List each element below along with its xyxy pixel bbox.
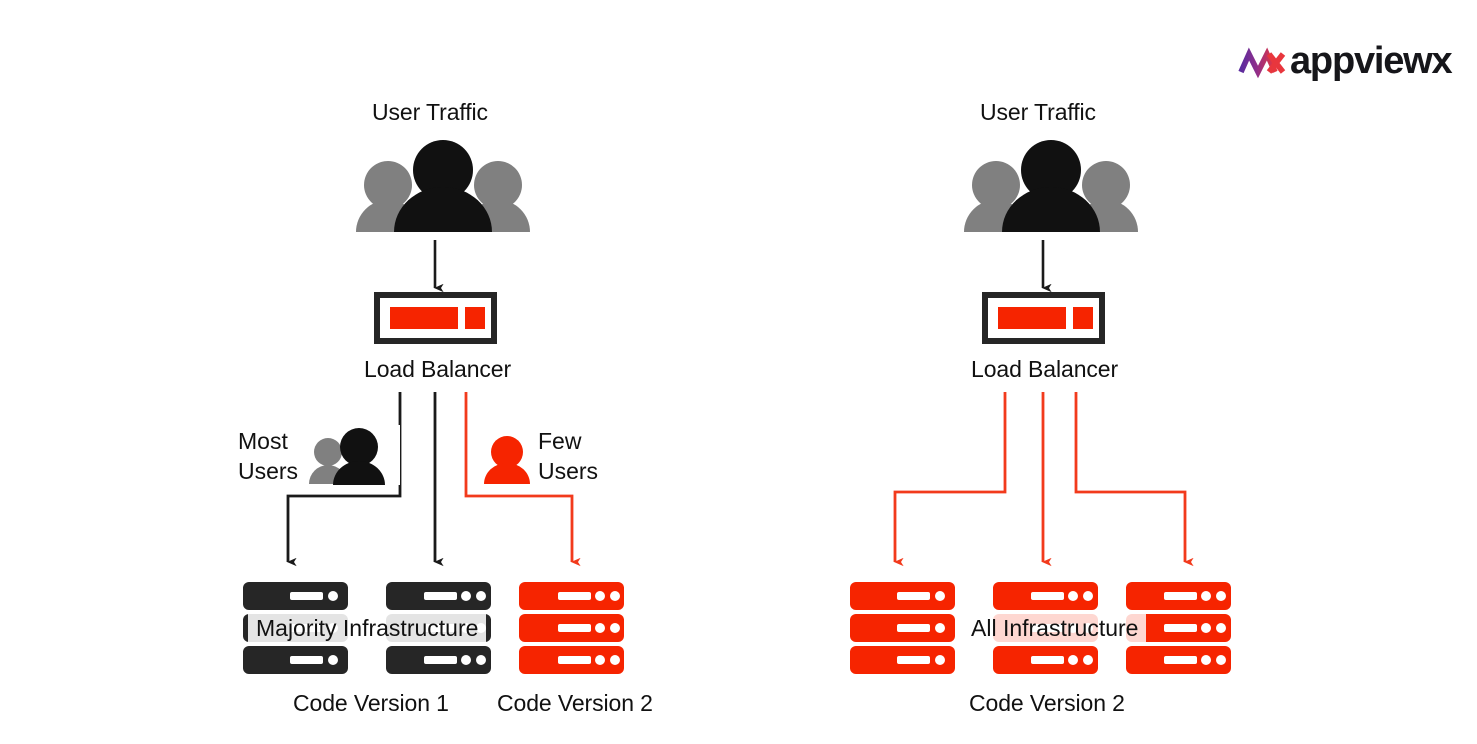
server-node [386, 582, 491, 610]
server-node [850, 646, 955, 674]
infrastructure-overlay-left: Majority Infrastructure [248, 612, 487, 645]
branch-label-few-users: Few Users [538, 428, 599, 484]
user-traffic-icon-left [356, 140, 530, 232]
server-node [993, 646, 1098, 674]
server-node [386, 646, 491, 674]
server-node [519, 614, 624, 642]
most-users-icon [305, 425, 400, 485]
server-node [850, 582, 955, 610]
load-balancer-icon-left [374, 292, 497, 344]
server-node [243, 646, 348, 674]
server-column-3-right [1126, 582, 1231, 674]
server-column-3-left [519, 582, 624, 674]
server-column-1-right [850, 582, 955, 674]
server-node [1126, 582, 1231, 610]
branch-lines-right [893, 392, 1194, 567]
few-users-icon [483, 428, 533, 486]
user-traffic-label-right: User Traffic [980, 99, 1096, 125]
server-node [519, 582, 624, 610]
server-node [993, 582, 1098, 610]
user-traffic-icon-right [964, 140, 1138, 232]
load-balancer-icon-right [982, 292, 1105, 344]
server-node [519, 646, 624, 674]
version-label-1: Code Version 1 [293, 690, 449, 716]
load-balancer-label-left: Load Balancer [364, 356, 512, 382]
server-node [1126, 646, 1231, 674]
server-node [243, 582, 348, 610]
user-traffic-label-left: User Traffic [372, 99, 488, 125]
appviewx-logo-text: appviewx [1290, 40, 1453, 82]
infrastructure-overlay-right: All Infrastructure [963, 612, 1147, 645]
server-node [1126, 614, 1231, 642]
branch-label-most-users: Most Users [238, 428, 299, 484]
server-node [850, 614, 955, 642]
version-label-2-right: Code Version 2 [969, 690, 1125, 716]
load-balancer-label-right: Load Balancer [971, 356, 1119, 382]
appviewx-logo: appviewx [1290, 40, 1453, 83]
appviewx-wave-mark [1238, 47, 1286, 79]
version-label-2-left: Code Version 2 [497, 690, 653, 716]
